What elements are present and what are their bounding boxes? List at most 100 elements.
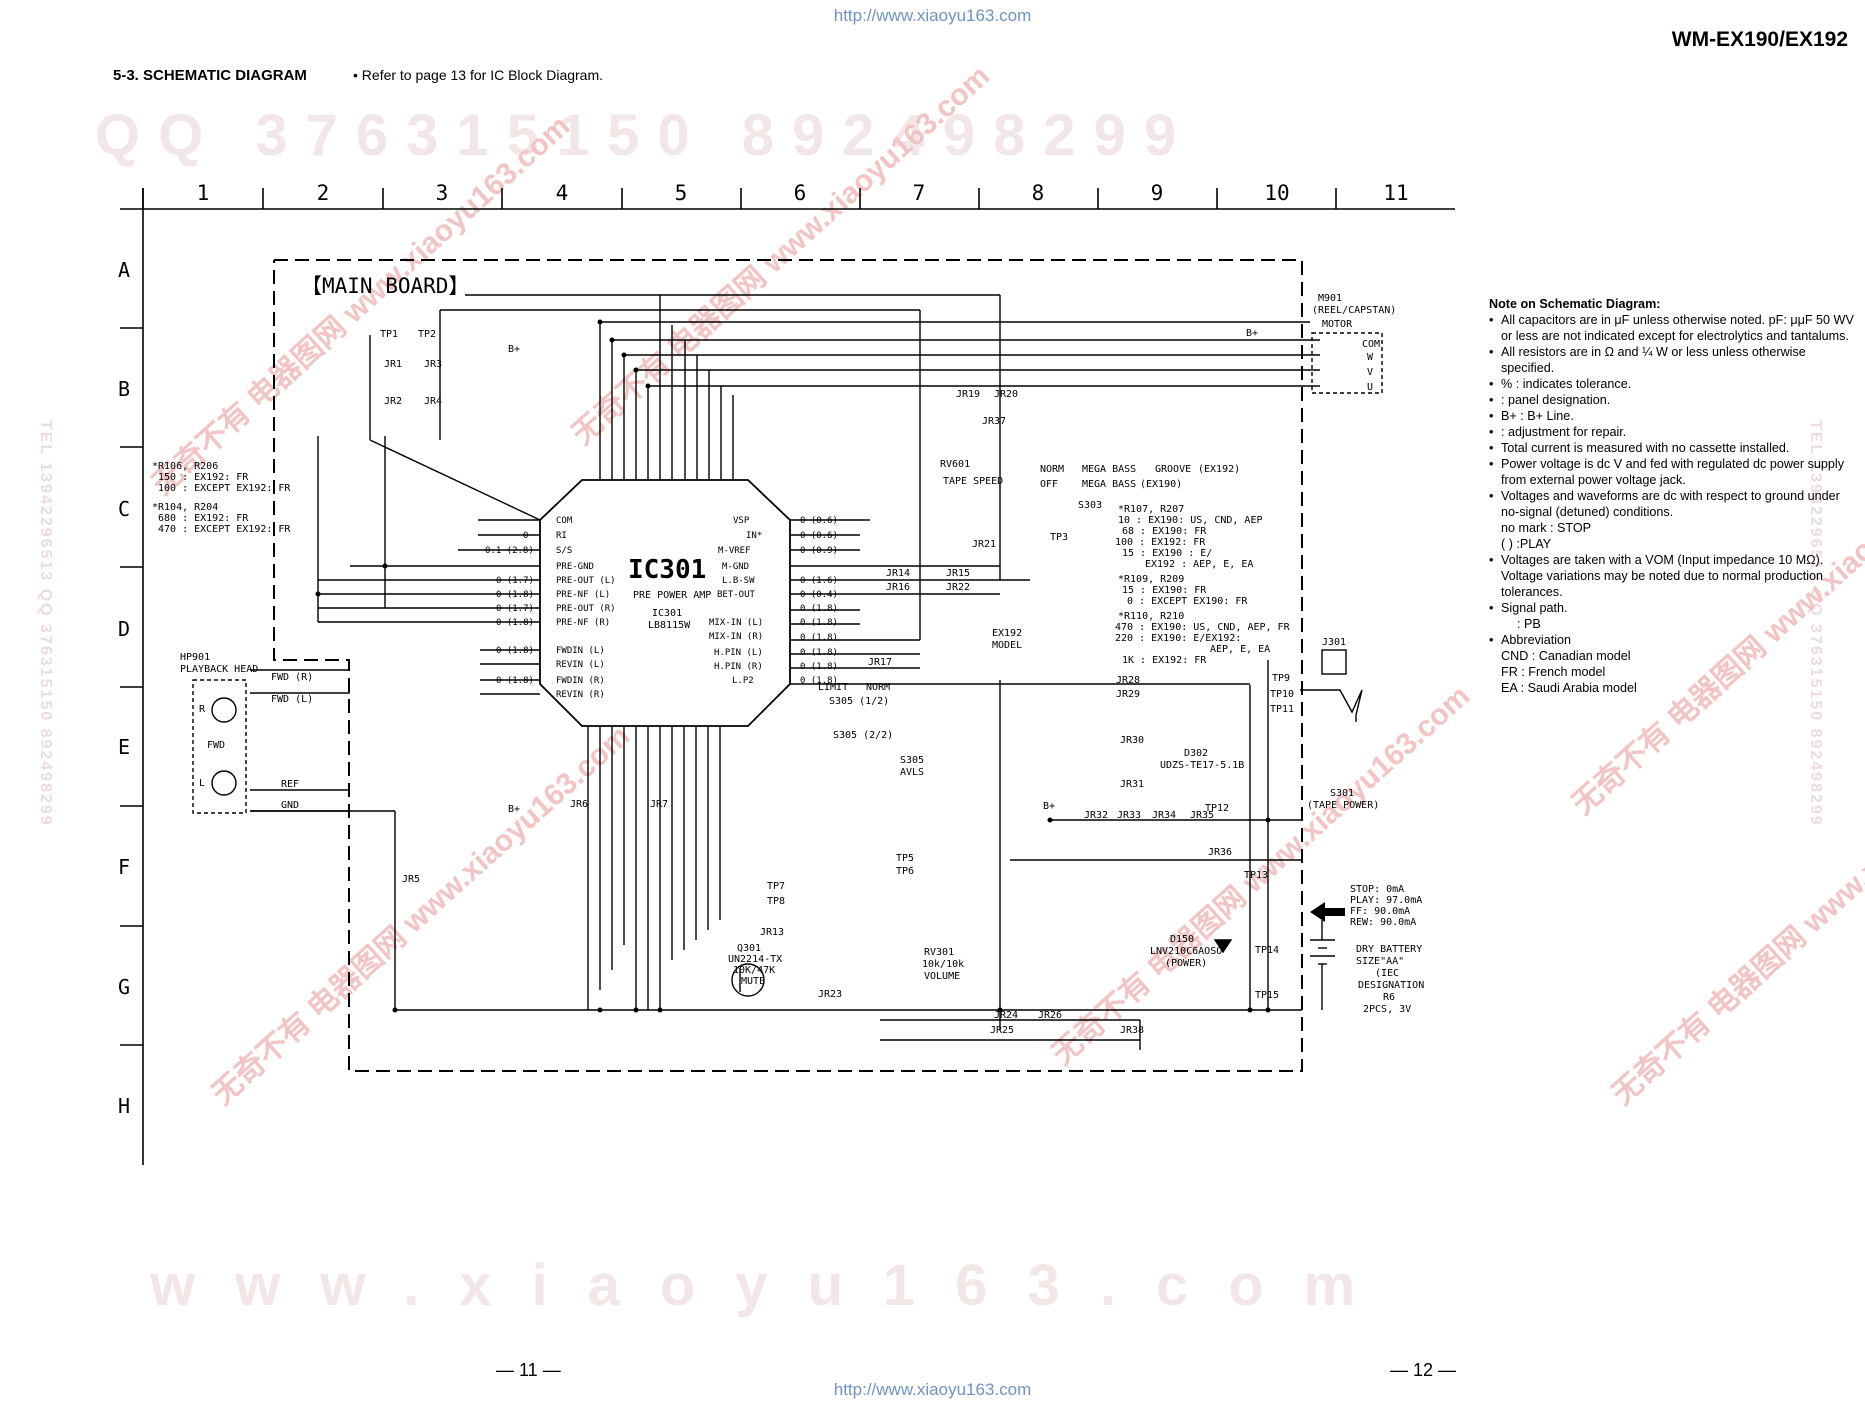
s305-limit: LIMIT [818, 682, 848, 693]
note-abbr-fr: FR : French model [1501, 665, 1606, 679]
jr17: JR17 [868, 657, 892, 668]
note-r106: *R106, R206 [152, 461, 218, 472]
ic-pin-10-label: REVIN (L) [556, 660, 605, 670]
s305-label: AVLS [900, 767, 924, 778]
tp7: TP7 [767, 881, 785, 892]
battery-label: DRY BATTERY [1356, 944, 1422, 955]
q301-label: MUTE [741, 976, 765, 987]
motor-name: MOTOR [1322, 319, 1353, 330]
jr4: JR4 [424, 396, 442, 407]
jr31: JR31 [1120, 779, 1144, 790]
grid-col-3: 3 [435, 181, 449, 205]
note-r109-2: 0 : EXCEPT EX190: FR [1127, 596, 1248, 607]
mb-ex190: (EX190) [1140, 479, 1182, 490]
jr35: JR35 [1190, 810, 1214, 821]
motor-pin-com: COM [1362, 339, 1380, 350]
s301-ref: S301 [1330, 788, 1354, 799]
grid-row-f: F [118, 855, 131, 879]
jr7: JR7 [650, 799, 668, 810]
ic301-desc: PRE POWER AMP [633, 590, 711, 601]
note-r107-2: 68 : EX190: FR [1122, 526, 1207, 537]
q301-val: 10K/47K [733, 965, 775, 976]
hp901-l: L [199, 778, 205, 789]
watermark-side-left: TEL 13942296513 QQ 376315150 892498299 [37, 420, 54, 827]
note-r107-1: 10 : EX190: US, CND, AEP [1118, 515, 1263, 526]
wiring [250, 294, 1335, 1050]
grid-col-9: 9 [1150, 181, 1164, 205]
source-url-bottom[interactable]: http://www.xiaoyu163.com [833, 1380, 1032, 1399]
hp901-r: R [199, 704, 206, 715]
ic-pin-3-volt: 0.1 (2.8) [485, 546, 534, 556]
jr28: JR28 [1116, 675, 1140, 686]
ic-pin-29-label: MIX-IN (R) [709, 632, 763, 642]
s305-norm: NORM [866, 682, 890, 693]
ic-pin-31-volt: 0 (0.4) [800, 590, 838, 600]
tp2: TP2 [418, 329, 436, 340]
jr15: JR15 [946, 568, 970, 579]
battery-iec: (IEC [1375, 968, 1399, 979]
main-board-outline [273, 259, 1303, 1072]
ic-pin-5-label: PRE-OUT (L) [556, 576, 616, 586]
battery-des: DESIGNATION [1358, 980, 1424, 991]
ic-pin-3-label: S/S [556, 546, 572, 556]
hp901-box [192, 679, 247, 814]
note-r110-1: 470 : EX190: US, CND, AEP, FR [1115, 622, 1291, 633]
note-item-6: : adjustment for repair. [1489, 424, 1859, 440]
note-item-11: Signal path. [1489, 600, 1859, 616]
grid-col-1: 1 [196, 181, 210, 205]
junction-dots [315, 319, 1271, 1013]
d150-label: (POWER) [1165, 958, 1207, 969]
note-item-4: : panel designation. [1489, 392, 1859, 408]
grid-row-g: G [118, 975, 131, 999]
motor-ref: M901 [1318, 293, 1342, 304]
tp11: TP11 [1270, 704, 1294, 715]
hp901-ref-net: REF [281, 779, 299, 790]
grid-row-c: C [118, 497, 131, 521]
note-item-8: Power voltage is dc V and fed with regul… [1489, 456, 1859, 488]
ic-pin-6-volt: 0 (1.8) [496, 590, 534, 600]
mb-norm: NORM [1040, 464, 1064, 475]
notes-title: Note on Schematic Diagram: [1489, 297, 1661, 311]
rv301-label: VOLUME [924, 971, 960, 982]
tp8: TP8 [767, 896, 785, 907]
ic-pin-2-label: RI [556, 531, 567, 541]
note-r106-a: 150 : EX192: FR [158, 472, 249, 483]
q301-part: UN2214-TX [728, 954, 782, 965]
grid-row-b: B [118, 377, 131, 401]
tp10: TP10 [1270, 689, 1294, 700]
grid-col-2: 2 [316, 181, 330, 205]
signal-arrow [1310, 902, 1345, 922]
jr1: JR1 [384, 359, 402, 370]
d302-ref: D302 [1184, 748, 1208, 759]
jr24: JR24 [994, 1010, 1018, 1021]
ex192-model-label-2: MODEL [992, 640, 1022, 651]
jr22: JR22 [946, 582, 970, 593]
s303-ref: S303 [1078, 500, 1102, 511]
ic-pin-30-volt: 0 (1.8) [800, 604, 838, 614]
model-title: WM-EX190/EX192 [1671, 28, 1848, 51]
watermark-side-right: TEL 13942296513 QQ 376315150 892498299 [1807, 420, 1824, 827]
jr29: JR29 [1116, 689, 1140, 700]
hp901-gnd-net: GND [281, 800, 299, 811]
jr5: JR5 [402, 874, 420, 885]
tp9: TP9 [1272, 673, 1290, 684]
current-play: PLAY: 97.0mA [1350, 895, 1422, 906]
ic-pin-4-label: PRE-GND [556, 562, 594, 572]
note-item-3: % : indicates tolerance. [1489, 376, 1859, 392]
source-url-top[interactable]: http://www.xiaoyu163.com [833, 6, 1032, 25]
ic-pin-2-volt: 0 [523, 531, 528, 541]
note-r107-3: 100 : EX192: FR [1115, 537, 1206, 548]
note-abbr-ea: EA : Saudi Arabia model [1501, 681, 1637, 695]
section-title: 5-3. SCHEMATIC DIAGRAM [113, 67, 307, 84]
jr21: JR21 [972, 539, 996, 550]
grid-col-7: 7 [912, 181, 926, 205]
note-r104-a: 680 : EX192: FR [158, 513, 249, 524]
bplus-1: B+ [508, 344, 520, 355]
jr37: JR37 [982, 416, 1006, 427]
schematic-labels: 【MAIN BOARD】 IC301 PRE POWER AMP IC301 L… [180, 274, 1424, 1036]
note-pb: : PB [1517, 617, 1541, 631]
mb-off: OFF [1040, 479, 1058, 490]
rv601-ref: RV601 [940, 459, 970, 470]
note-r104: *R104, R204 [152, 502, 218, 513]
tp5: TP5 [896, 853, 914, 864]
